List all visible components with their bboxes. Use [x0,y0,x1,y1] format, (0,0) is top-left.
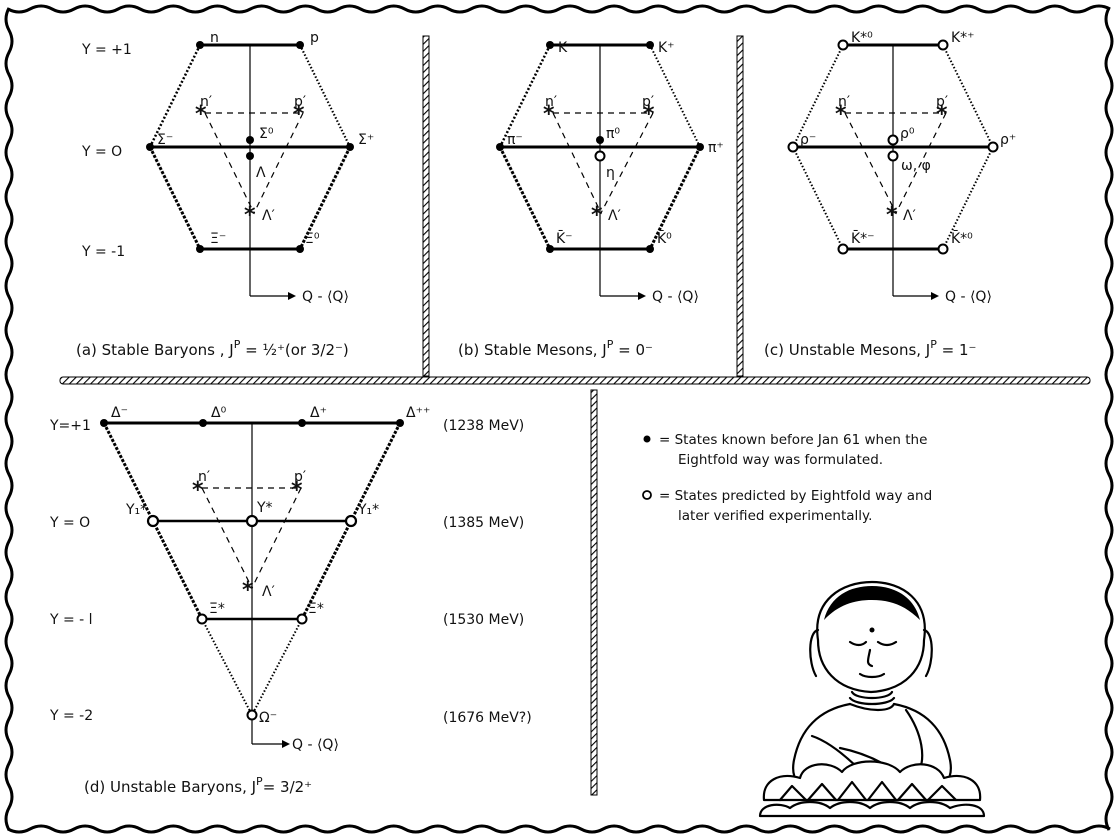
panel-a-y-labels: Y = +1 Y = O Y = -1 [81,42,132,260]
label-pi-minus: π⁻ [507,132,523,148]
label-kstar-zero: K*⁰ [851,30,873,46]
d-label-n-prime: n′ [198,469,210,485]
label-xi-zero: Ξ⁰ [305,231,320,247]
asterisk-lambda-prime: * [244,203,256,228]
svg-text:*: * [886,203,898,228]
label-rho-minus: ρ⁻ [800,132,816,148]
label-p: p [310,30,319,46]
c-label-p-prime: p′ [936,94,948,110]
panel-b-caption: (b) Stable Mesons, JP = 0⁻ [458,338,653,359]
d-y-label-minus2: Y = -2 [49,708,93,724]
label-kbar-zero: K̄⁰ [657,229,672,247]
panel-c-unstable-mesons: Q - ⟨Q⟩ * * * n′ p′ Λ′ K*⁰ K*⁺ ρ⁻ ρ⁰ ρ⁺ … [764,30,1016,359]
legend-open-line1: = States predicted by Eightfold way and [659,488,932,504]
label-kbarstar-zero: K̄*⁰ [951,229,973,247]
label-k-plus: K⁺ [658,40,675,56]
label-rho-zero: ρ⁰ [900,126,915,142]
b-label-lambda-prime: Λ′ [608,208,621,224]
svg-text:*: * [291,478,303,503]
panel-c-caption: (c) Unstable Mesons, JP = 1⁻ [764,338,976,359]
legend-filled-line2: Eightfold way was formulated. [678,452,883,468]
d-y-label-zero: Y = O [49,515,90,531]
d-y-label-minus1: Y = - l [49,612,93,628]
buddha-illustration [758,580,986,818]
label-kstar-plus: K*⁺ [951,30,975,46]
panel-a-caption: (a) Stable Baryons , JP = ½⁺(or 3/2⁻) [76,338,349,359]
divider-vertical-bc [736,35,744,377]
label-pi-zero: π⁰ [606,126,620,142]
label-xi-minus: Ξ⁻ [210,231,226,247]
legend-filled-dot [643,435,651,443]
label-sigma-plus: Σ⁺ [358,132,374,148]
svg-text:*: * [192,478,204,503]
label-kbarstar-minus: K̄*⁻ [851,229,875,247]
d-y-label-plus1: Y=+1 [49,418,91,434]
y-label-zero: Y = O [81,144,122,160]
c-label-lambda-prime: Λ′ [903,208,916,224]
label-lambda-prime: Λ′ [262,208,275,224]
label-k: K [558,40,568,56]
mass-1676: (1676 MeV?) [443,710,532,726]
label-xi-star-minus: Ξ* [209,601,225,617]
label-p-prime: p′ [294,94,306,110]
svg-text:*: * [543,102,555,127]
asterisk-n-prime: * [195,102,207,127]
mass-1385: (1385 MeV) [443,515,524,531]
divider-horizontal [59,376,1091,385]
panel-b-stable-mesons: Q - ⟨Q⟩ * * * n′ p′ Λ′ K K⁺ π⁻ π⁰ π⁺ η K… [458,40,724,359]
legend-open-line2: later verified experimentally. [678,508,872,524]
label-y1-minus: Y₁* [125,502,147,518]
y-label-minus1: Y = -1 [81,244,125,260]
label-n-prime: n′ [200,94,212,110]
label-kbar-minus: K̄⁻ [556,229,573,247]
svg-text:*: * [936,102,948,127]
label-delta-plusplus: Δ⁺⁺ [406,405,430,421]
panel-d-caption: (d) Unstable Baryons, JP= 3/2⁺ [84,775,312,796]
asterisk-p-prime: * [293,102,305,127]
panel-a-stable-baryons: Y = +1 Y = O Y = -1 Q - ⟨Q⟩ * * * n′ p′ … [76,30,374,359]
label-lambda: Λ [256,165,266,181]
b-label-n-prime: n′ [545,94,557,110]
svg-text:*: * [242,578,254,603]
d-label-p-prime: p′ [294,469,306,485]
label-delta-minus: Δ⁻ [111,405,128,421]
b-label-p-prime: p′ [642,94,654,110]
label-sigma-zero: Σ⁰ [259,126,274,142]
wavy-border [4,4,1114,834]
legend: = States known before Jan 61 when the Ei… [642,432,932,524]
label-omega-minus: Ω⁻ [259,710,277,726]
label-sigma-minus: Σ⁻ [157,132,173,148]
panel-b-axis-label: Q - ⟨Q⟩ [652,289,699,305]
legend-open-dot [642,490,652,500]
label-eta: η [606,165,615,181]
d-label-lambda-prime: Λ′ [262,584,275,600]
c-label-n-prime: n′ [838,94,850,110]
panel-d-axis-label: Q - ⟨Q⟩ [292,737,339,753]
mass-1530: (1530 MeV) [443,612,524,628]
legend-filled-line1: = States known before Jan 61 when the [659,432,927,448]
y-label-plus1: Y = +1 [81,42,132,58]
svg-text:*: * [643,102,655,127]
label-y1-zero: Y* [256,500,273,516]
label-xi-star-zero: Ξ* [308,601,324,617]
label-rho-plus: ρ⁺ [1000,132,1016,148]
label-omega-phi: ω, φ [901,158,931,174]
mass-1238: (1238 MeV) [443,418,524,434]
svg-text:*: * [835,102,847,127]
panel-d-unstable-baryons: Y=+1 Y = O Y = - l Y = -2 Q - ⟨Q⟩ * * * … [49,405,532,796]
label-delta-zero: Δ⁰ [211,405,227,421]
panel-a-axis-label: Q - ⟨Q⟩ [302,289,349,305]
label-n: n [210,30,219,46]
divider-vertical-ab [422,35,430,377]
label-delta-plus: Δ⁺ [310,405,327,421]
label-y1-plus: Y₁* [357,502,379,518]
panel-c-axis-label: Q - ⟨Q⟩ [945,289,992,305]
label-pi-plus: π⁺ [708,140,724,156]
svg-text:*: * [591,203,603,228]
divider-vertical-d [590,389,598,796]
